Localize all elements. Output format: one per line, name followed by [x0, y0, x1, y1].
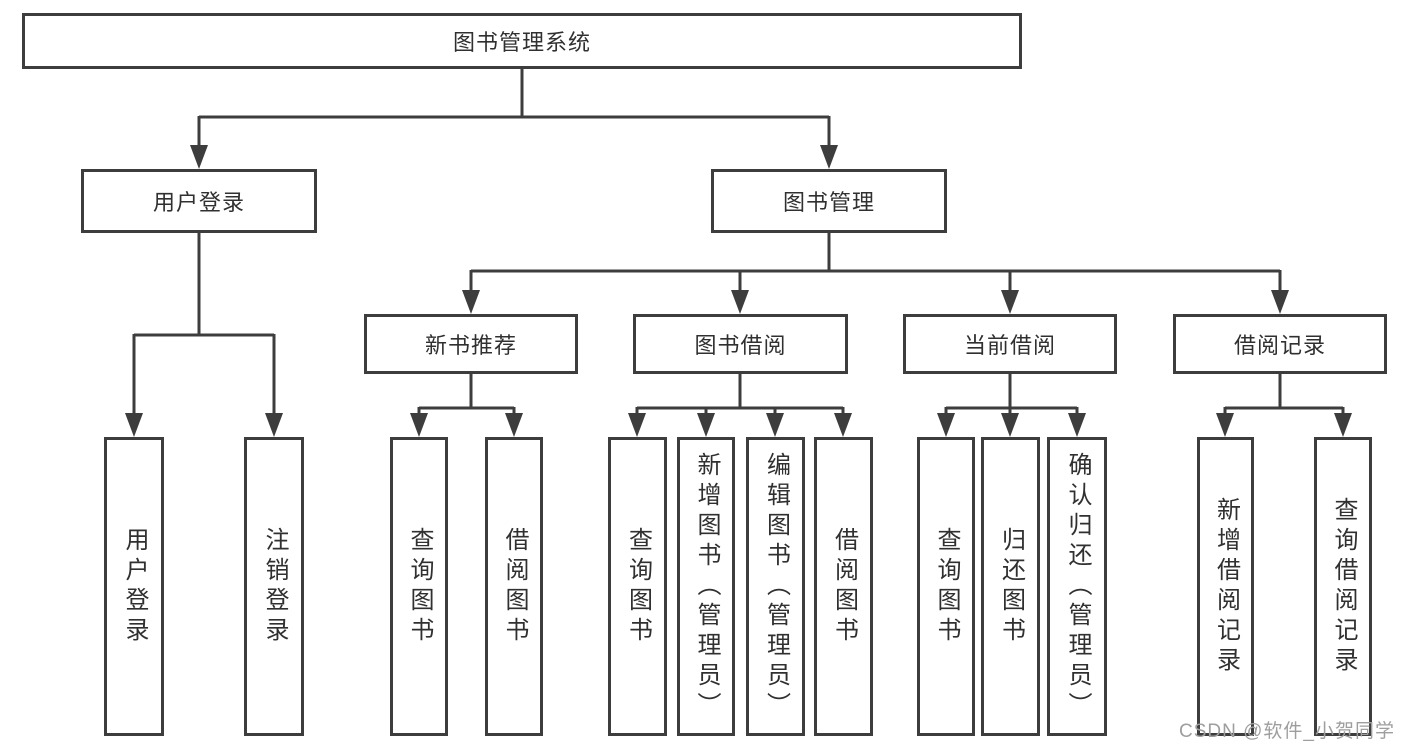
node-current-borrowing: 当前借阅 [903, 314, 1117, 374]
csdn-watermark: CSDN @软件_小贺同学 [1179, 721, 1395, 742]
leaf-user-login: 用户登录 [104, 437, 164, 736]
node-borrowing-records: 借阅记录 [1173, 314, 1387, 374]
leaf-query-books-2: 查询图书 [608, 437, 667, 736]
node-book-management: 图书管理 [711, 169, 947, 233]
leaf-query-books: 查询图书 [390, 437, 448, 736]
leaf-logout: 注销登录 [244, 437, 304, 736]
leaf-borrow-books-2: 借阅图书 [814, 437, 873, 736]
leaf-query-books-3: 查询图书 [917, 437, 975, 736]
leaf-add-borrow-record: 新增借阅记录 [1197, 437, 1254, 736]
node-new-book-recommendation: 新书推荐 [364, 314, 578, 374]
node-book-borrowing: 图书借阅 [633, 314, 848, 374]
leaf-query-borrow-record: 查询借阅记录 [1314, 437, 1372, 736]
leaf-borrow-books: 借阅图书 [485, 437, 543, 736]
leaf-return-books: 归还图书 [981, 437, 1040, 736]
node-library-management-system: 图书管理系统 [22, 13, 1022, 69]
leaf-add-books-admin: 新增图书（管理员） [677, 437, 735, 736]
leaf-confirm-return-admin: 确认归还（管理员） [1047, 437, 1107, 736]
node-user-login: 用户登录 [81, 169, 317, 233]
leaf-edit-books-admin: 编辑图书（管理员） [746, 437, 805, 736]
